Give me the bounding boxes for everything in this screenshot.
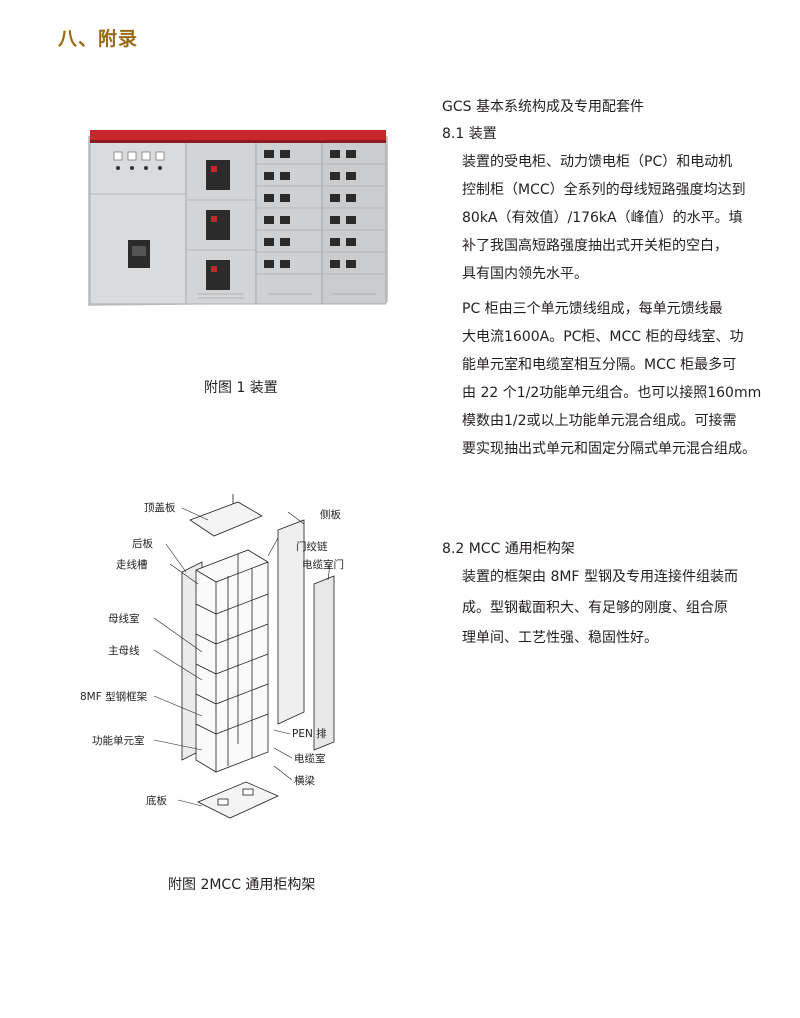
label-pen-bar: PEN 排 — [292, 727, 327, 740]
label-function-unit: 功能单元室 — [92, 734, 145, 747]
gcs-heading: GCS 基本系统构成及专用配套件 — [442, 99, 644, 115]
section-8-1-heading: 8.1 装置 — [442, 126, 497, 142]
cabinet-photo — [88, 130, 388, 306]
figure1-caption: 附图 1 装置 — [204, 380, 278, 396]
label-cable-room: 电缆室 — [294, 752, 326, 765]
label-crossbeam: 横梁 — [294, 774, 315, 787]
label-bottom-plate: 底板 — [146, 794, 167, 807]
label-back-panel: 后板 — [132, 537, 153, 550]
mcc-frame-diagram: 顶盖板 侧板 后板 门绞链 走线槽 电缆室门 母线室 主母线 8MF 型钢框架 … — [80, 494, 344, 819]
label-main-busbar: 主母线 — [108, 644, 140, 657]
s81-line: 要实现抽出式单元和固定分隔式单元混合组成。 — [462, 441, 756, 457]
s82-line: 成。型钢截面积大、有足够的刚度、组合原 — [462, 600, 728, 616]
s82-line: 理单间、工艺性强、稳固性好。 — [462, 630, 658, 646]
section-title: 八、附录 — [58, 28, 139, 50]
s81-line: 补了我国高短路强度抽出式开关柜的空白， — [462, 238, 728, 254]
label-hinge: 门绞链 — [296, 540, 328, 553]
s81-line: PC 柜由三个单元馈线组成，每单元馈线最 — [462, 301, 723, 317]
s81-line: 控制柜（MCC）全系列的母线短路强度均达到 — [462, 182, 746, 198]
s81-line: 具有国内领先水平。 — [462, 266, 588, 282]
label-top-cover: 顶盖板 — [144, 501, 176, 514]
s81-line: 能单元室和电缆室相互分隔。MCC 柜最多可 — [462, 357, 737, 373]
s81-line: 装置的受电柜、动力馈电柜（PC）和电动机 — [462, 154, 733, 170]
label-wire-duct: 走线槽 — [116, 558, 148, 571]
section-8-2-heading: 8.2 MCC 通用柜构架 — [442, 541, 575, 557]
label-side-panel: 侧板 — [320, 508, 341, 521]
figure2-caption: 附图 2MCC 通用柜构架 — [168, 877, 316, 893]
label-8mf-frame: 8MF 型钢框架 — [80, 690, 148, 703]
s81-line: 由 22 个1/2功能单元组合。也可以接照160mm — [462, 385, 762, 401]
s81-line: 模数由1/2或以上功能单元混合组成。可接需 — [462, 413, 737, 429]
label-busbar-room: 母线室 — [108, 612, 140, 625]
s81-line: 80kA（有效值）/176kA（峰值）的水平。填 — [462, 210, 743, 226]
label-cable-door: 电缆室门 — [302, 558, 344, 571]
s82-line: 装置的框架由 8MF 型钢及专用连接件组装而 — [462, 569, 738, 585]
s81-line: 大电流1600A。PC柜、MCC 柜的母线室、功 — [462, 329, 744, 345]
